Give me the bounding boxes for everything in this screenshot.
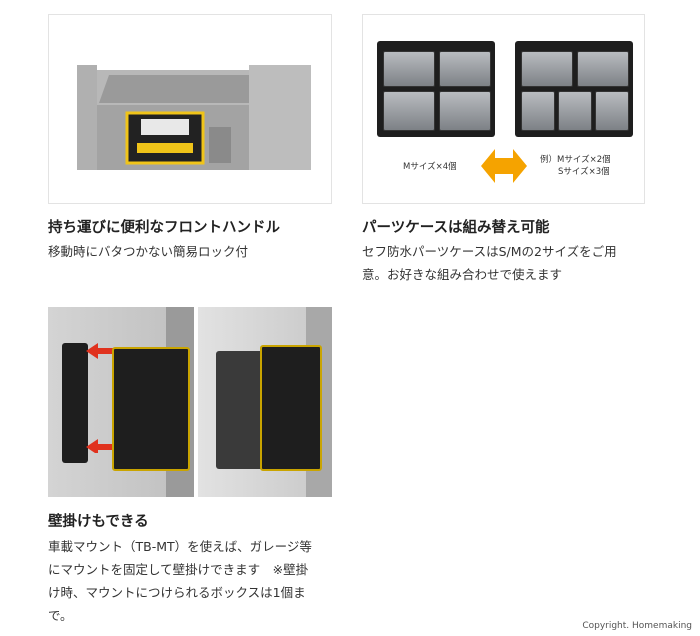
label-m-x4: Mサイズ×4個 (403, 162, 457, 172)
desc-line: 意。お好きな組み合わせで使えます (362, 267, 563, 282)
toolbox-illustration (77, 65, 311, 170)
copyright: Copyright. Homemaking (582, 621, 692, 631)
parts-case-image: Mサイズ×4個 例）Mサイズ×2個 Sサイズ×3個 (362, 14, 645, 204)
feature-desc-front-handle: 移動時にバタつかない簡易ロック付 (48, 244, 249, 259)
swap-arrow-icon (481, 149, 527, 183)
mount-arrows-icon (86, 343, 116, 453)
front-handle-image (48, 14, 332, 204)
feature-desc-wall-mount: 車載マウント（TB-MT）を使えば、ガレージ等 にマウントを固定して壁掛けできま… (48, 535, 338, 627)
box-mounted (260, 345, 322, 471)
wall-mount-image (48, 307, 332, 497)
feature-title-wall-mount: 壁掛けもできる (48, 514, 149, 530)
desc-line: で。 (48, 608, 73, 623)
desc-line: け時、マウントにつけられるボックスは1個ま (48, 585, 306, 600)
feature-title-parts-case: パーツケースは組み替え可能 (362, 220, 550, 236)
wall-mount-plate (62, 343, 88, 463)
box-parts-case (216, 351, 268, 469)
label-m-x2: 例）Mサイズ×2個 (540, 155, 611, 165)
case-m-x2-s-x3 (515, 41, 633, 137)
feature-title-front-handle: 持ち運びに便利なフロントハンドル (48, 220, 280, 236)
case-m-x4 (377, 41, 495, 137)
desc-line: 車載マウント（TB-MT）を使えば、ガレージ等 (48, 539, 312, 554)
feature-desc-parts-case: セフ防水パーツケースはS/Mの2サイズをご用 意。お好きな組み合わせで使えます (362, 240, 662, 286)
desc-line: セフ防水パーツケースはS/Mの2サイズをご用 (362, 244, 617, 259)
label-s-x3: Sサイズ×3個 (558, 167, 610, 177)
box-detached (112, 347, 190, 471)
desc-line: にマウントを固定して壁掛けできます ※壁掛 (48, 562, 309, 577)
